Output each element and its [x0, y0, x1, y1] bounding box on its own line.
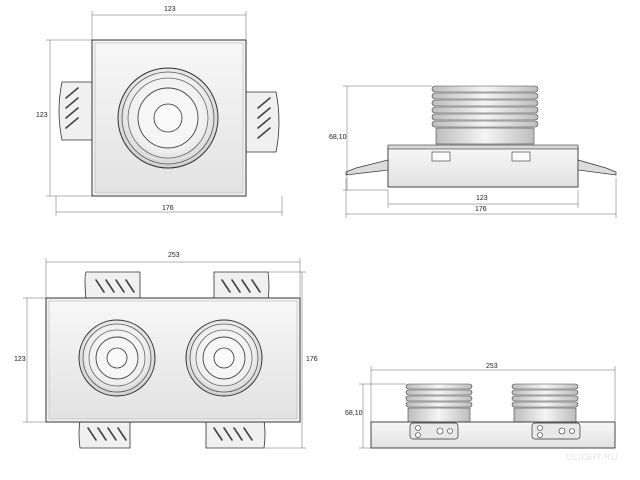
single-side-view: [343, 85, 617, 218]
double-side-height-label: 68,10: [345, 410, 363, 417]
heatsink-fins: [431, 85, 539, 145]
right-clip-plate: [531, 422, 581, 440]
lamp-bezel: [117, 67, 219, 169]
single-top-view: [46, 11, 283, 216]
watermark-text: ULIGHT.RU: [566, 452, 619, 462]
housing-body: [387, 146, 579, 188]
left-heatsink: [405, 383, 473, 423]
double-top-width-label: 253: [168, 252, 180, 259]
top-left-clip: [84, 271, 141, 301]
double-top-view: [23, 258, 306, 449]
left-spring-clip: [58, 81, 93, 141]
right-heatsink: [511, 383, 579, 423]
single-top-width-label: 123: [164, 6, 176, 13]
single-side-inner-width-label: 123: [476, 195, 488, 202]
single-top-overall-label: 176: [162, 205, 174, 212]
single-side-overall-width-label: 176: [475, 206, 487, 213]
double-top-overall-height-label: 176: [306, 356, 318, 363]
single-side-height-label: 68,10: [329, 134, 347, 141]
double-side-width-label: 253: [486, 363, 498, 370]
lamp-right: [185, 319, 263, 397]
single-top-height-label: 123: [36, 112, 48, 119]
right-spring-clip: [245, 91, 280, 153]
double-side-view: [359, 366, 616, 449]
top-right-clip: [213, 271, 270, 301]
left-clip-plate: [409, 422, 459, 440]
double-top-height-label: 123: [14, 356, 26, 363]
bottom-left-clip: [78, 419, 131, 449]
lamp-left: [78, 319, 156, 397]
bottom-right-clip: [205, 419, 266, 449]
